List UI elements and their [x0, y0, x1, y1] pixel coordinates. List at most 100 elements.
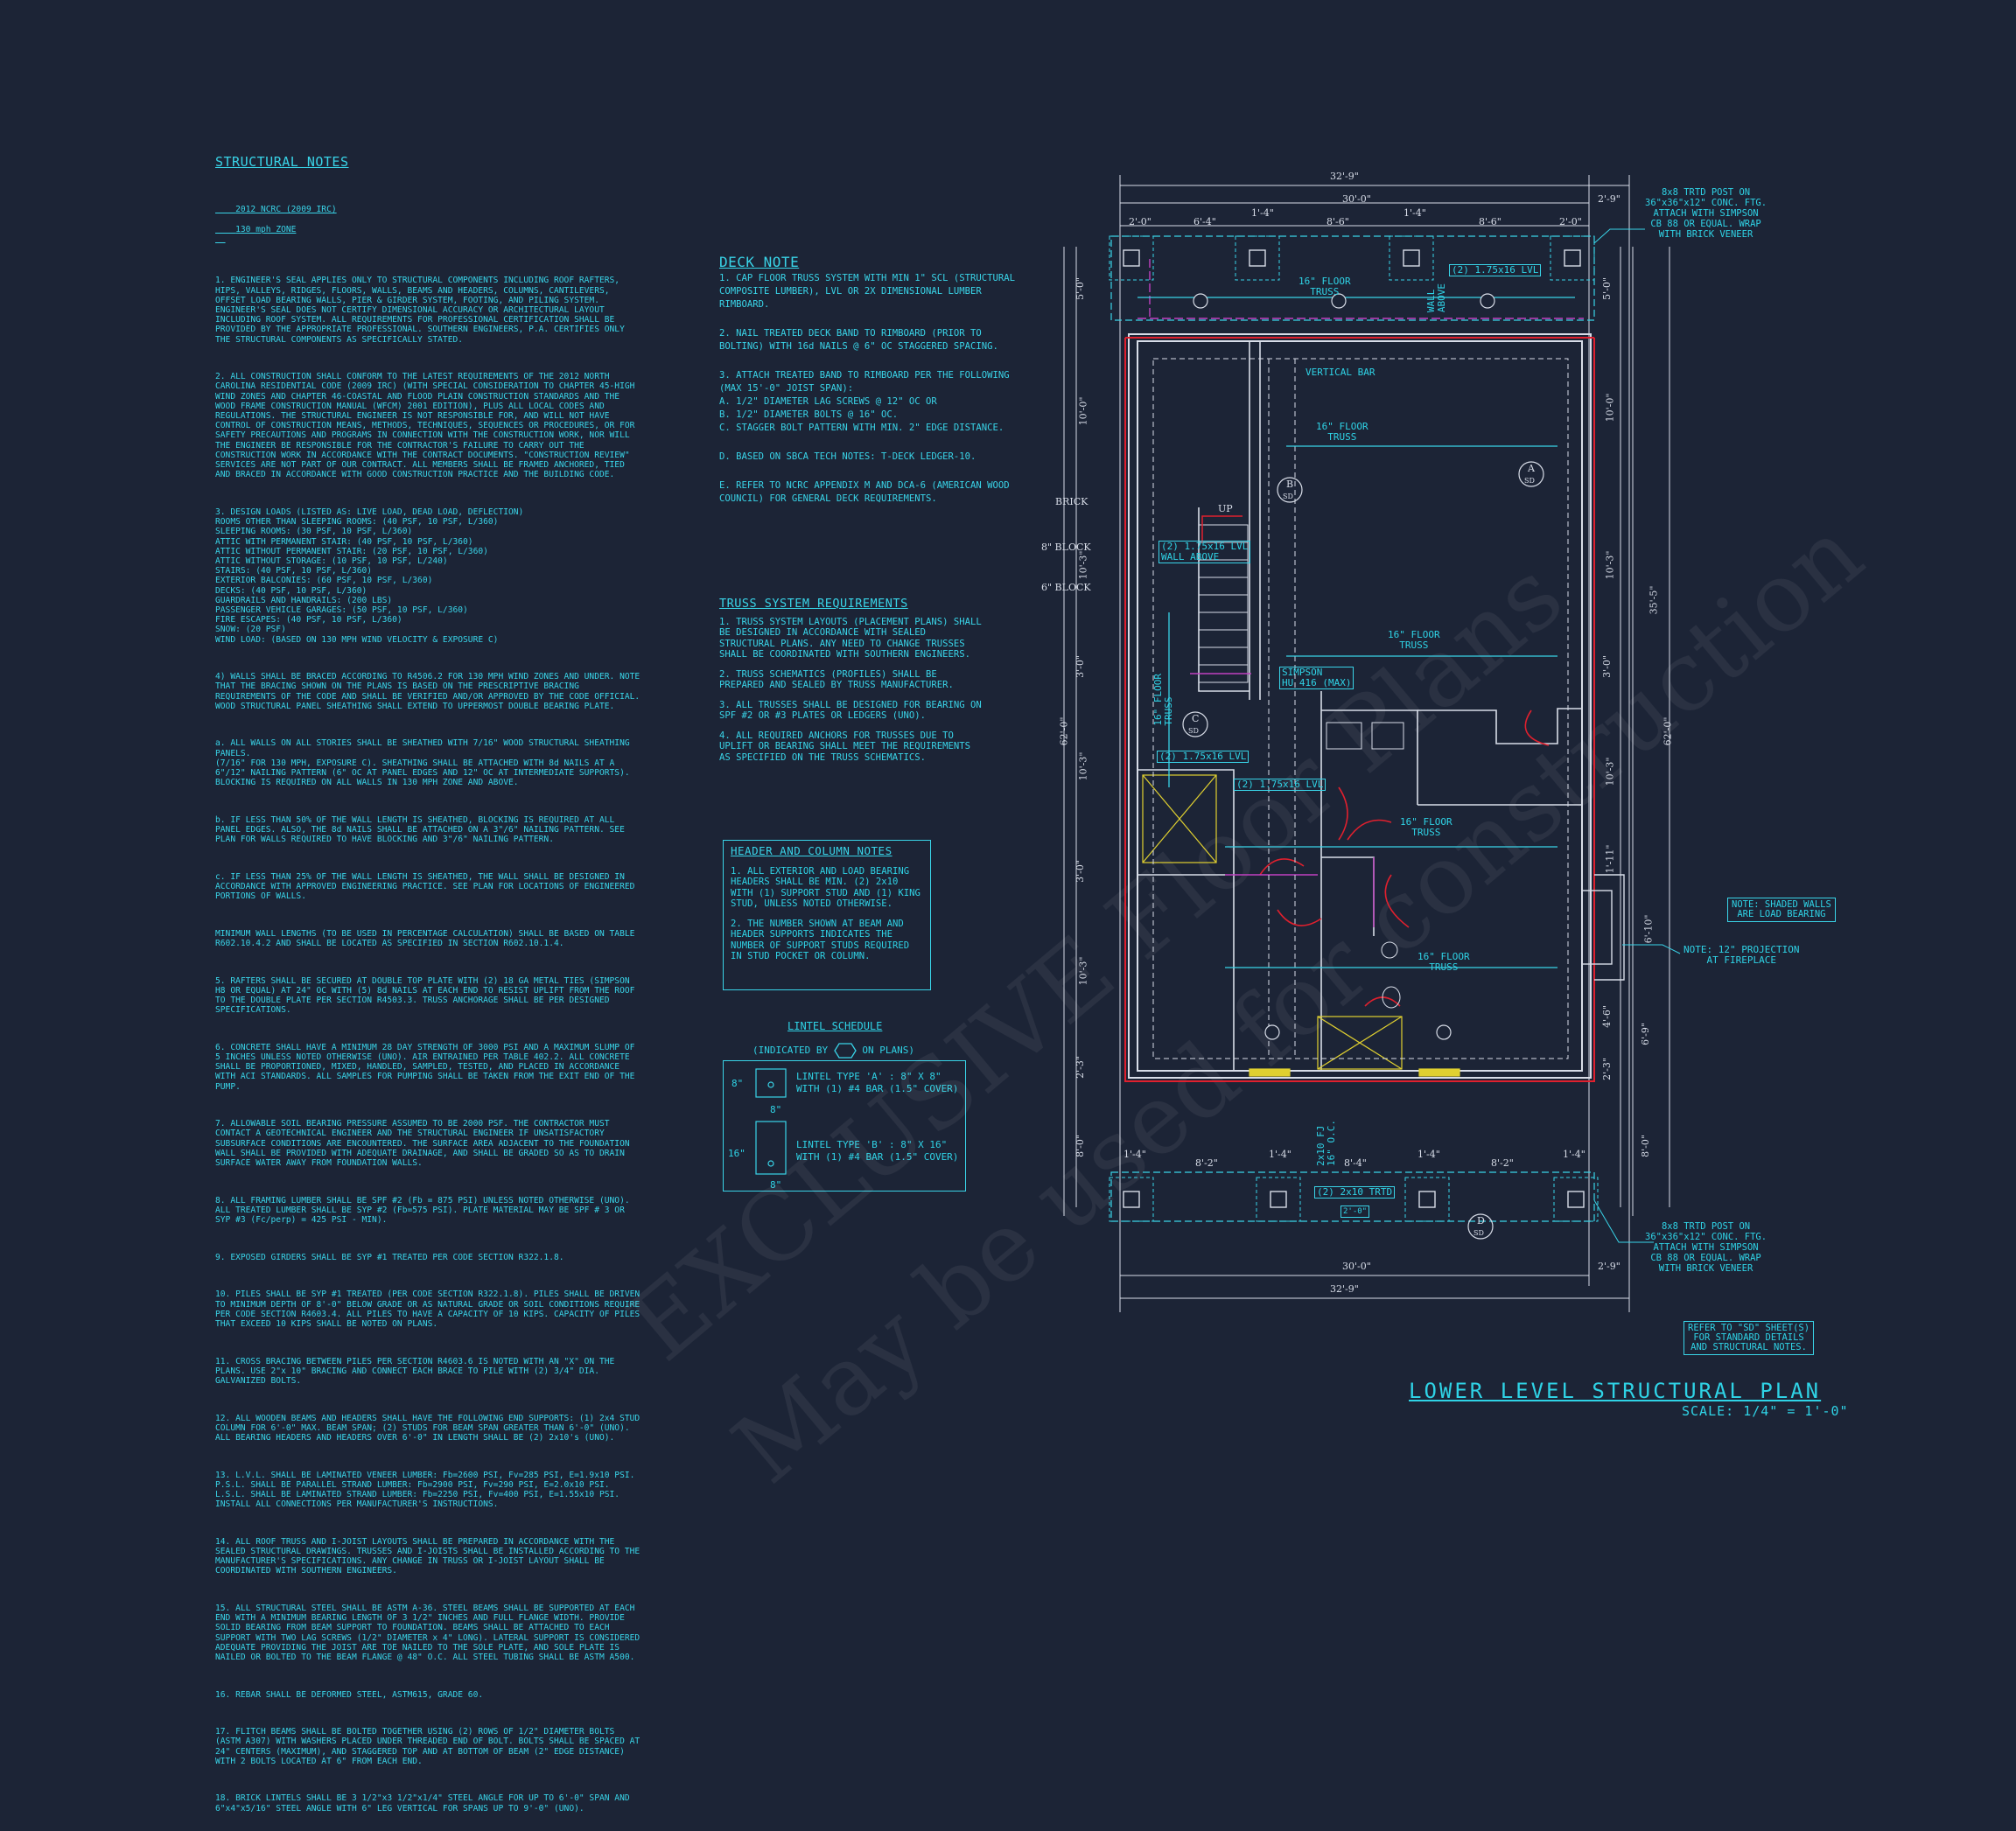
section-d-sd: SD — [1474, 1229, 1484, 1237]
code-line: 2012 NCRC (2009 IRC) — [235, 205, 337, 215]
lintel-indicated: (INDICATED BY ON PLANS) — [752, 1043, 914, 1059]
dim-left-8: 8'-0" — [1074, 1135, 1086, 1157]
note-4c: c. IF LESS THAN 25% OF THE WALL LENGTH I… — [215, 871, 640, 902]
note-4b: b. IF LESS THAN 50% OF THE WALL LENGTH I… — [215, 814, 630, 845]
dim-right-3: 3'-0" — [1600, 655, 1613, 678]
cross-bracing — [1142, 774, 1460, 1077]
header-column-notes: HEADER AND COLUMN NOTES 1. ALL EXTERIOR … — [723, 840, 931, 990]
dim-right-35: 35'-5" — [1648, 585, 1660, 615]
truss-3: 3. ALL TRUSSES SHALL BE DESIGNED FOR BEA… — [719, 699, 982, 722]
post-4 — [1564, 249, 1581, 267]
load-bearing-walls — [1124, 337, 1595, 1082]
lvl-stair-label: (2) 1.75x16 LVL WALL ABOVE — [1158, 541, 1251, 563]
dim-top-8-6a: 8'-6" — [1326, 216, 1349, 227]
lintel-b-line1: LINTEL TYPE 'B' : 8" X 16" — [796, 1139, 948, 1150]
post-7 — [1418, 1191, 1436, 1208]
dim-right-62: 62'-0" — [1662, 716, 1674, 746]
dim-bot-30: 30'-0" — [1342, 1261, 1371, 1272]
anchors — [1193, 293, 1495, 1040]
beams — [1138, 259, 1584, 927]
lvl-c-label: (2) 1.75x16 LVL — [1157, 751, 1250, 763]
lintel-schedule-title: LINTEL SCHEDULE — [788, 1020, 883, 1032]
section-b-letter: B — [1286, 479, 1294, 490]
note-10: 10. PILES SHALL BE SYP #1 TREATED (PER C… — [215, 1289, 645, 1329]
lintel-a-line1: LINTEL TYPE 'A' : 8" X 8" — [796, 1071, 942, 1082]
structural-notes: STRUCTURAL NOTES 2012 NCRC (2009 IRC) 13… — [215, 138, 644, 1831]
lvl-mid-label: (2) 1.75x16 LVL — [1234, 779, 1326, 791]
plan-scale: SCALE: 1/4" = 1'-0" — [1682, 1403, 1849, 1419]
dim-left-3a: 3'-0" — [1074, 655, 1086, 678]
truss-1: 1. TRUSS SYSTEM LAYOUTS (PLACEMENT PLANS… — [719, 616, 982, 660]
lintel-indicated-pre: (INDICATED BY — [752, 1045, 829, 1056]
floor-plan-drawing: EXCLUSIVE Floor Plans May be used for co… — [607, 175, 1883, 1505]
section-d-icon — [1467, 1213, 1494, 1240]
structural-notes-title: STRUCTURAL NOTES — [215, 154, 349, 171]
post-2 — [1249, 249, 1266, 267]
deck-note-2: 2. NAIL TREATED DECK BAND TO RIMBOARD (P… — [719, 328, 998, 352]
vertical-bar-label: VERTICAL BAR — [1306, 367, 1376, 378]
anchor-4 — [1264, 1024, 1280, 1040]
dim-bot-1-4d: 1'-4" — [1563, 1149, 1586, 1160]
block-6-label: 6" BLOCK — [1041, 582, 1091, 593]
brick-label: BRICK — [1055, 496, 1088, 507]
dim-bot-8-2a: 8'-2" — [1195, 1157, 1218, 1169]
floor-truss-5: 16" FLOOR TRUSS — [1418, 951, 1470, 973]
dim-left-62: 62'-0" — [1058, 716, 1070, 746]
dim-top-overall: 32'-9" — [1330, 171, 1359, 182]
note-sd-sheets: REFER TO "SD" SHEET(S) FOR STANDARD DETA… — [1684, 1321, 1815, 1355]
zone-line: 130 mph ZONE — [235, 224, 297, 234]
lvl-top-label: (2) 1.75x16 LVL — [1449, 264, 1542, 276]
fixtures — [1326, 722, 1404, 1009]
door-swings — [1259, 709, 1550, 1007]
stair-rail — [1201, 515, 1242, 542]
section-b-icon — [1277, 477, 1303, 503]
dim-top-8-6b: 8'-6" — [1479, 216, 1502, 227]
lintel-dim-8c: 8" — [770, 1179, 782, 1191]
header-note-1: 1. ALL EXTERIOR AND LOAD BEARING HEADERS… — [731, 865, 920, 910]
simpson-label: SIMPSON HU 416 (MAX) — [1279, 667, 1354, 689]
section-b-sd: SD — [1283, 493, 1293, 500]
dim-bot-2-9: 2'-9" — [1598, 1261, 1620, 1272]
note-16: 16. REBAR SHALL BE DEFORMED STEEL, ASTM6… — [215, 1689, 484, 1700]
lintel-dim-16: 16" — [728, 1148, 746, 1159]
section-markers — [1182, 461, 1544, 1240]
hexagon-icon — [833, 1043, 857, 1059]
anchor-2 — [1331, 293, 1347, 309]
deck-note-3: 3. ATTACH TREATED BAND TO RIMBOARD PER T… — [719, 370, 1010, 433]
note-1: 1. ENGINEER'S SEAL APPLIES ONLY TO STRUC… — [215, 276, 630, 345]
wall-above-label: WALL ABOVE — [1425, 283, 1447, 313]
dim-bot-1-4a: 1'-4" — [1124, 1149, 1146, 1160]
lintel-type-b-sketch — [755, 1121, 787, 1175]
note-4a: a. ALL WALLS ON ALL STORIES SHALL BE SHE… — [215, 738, 630, 788]
dim-right-10b: 10'-3" — [1604, 550, 1616, 580]
section-a-icon — [1518, 461, 1544, 487]
note-2: 2. ALL CONSTRUCTION SHALL CONFORM TO THE… — [215, 372, 640, 480]
dim-right-1-11: 1'-11" — [1604, 844, 1616, 874]
dim-left-2-3: 2'-3" — [1074, 1056, 1086, 1079]
dim-top-2-0b: 2'-0" — [1559, 216, 1582, 227]
header-notes-title: HEADER AND COLUMN NOTES — [731, 844, 892, 857]
floor-truss-2: 16" FLOOR TRUSS — [1316, 421, 1368, 443]
deck-note-d: D. BASED ON SBCA TECH NOTES: T-DECK LEDG… — [719, 451, 976, 462]
post-5 — [1123, 1191, 1140, 1208]
dim-right-6-10: 6'-10" — [1642, 914, 1655, 944]
section-a-sd: SD — [1524, 477, 1535, 485]
dim-top-1-4b: 1'-4" — [1404, 207, 1426, 219]
post-3 — [1403, 249, 1420, 267]
note-12: 12. ALL WOODEN BEAMS AND HEADERS SHALL H… — [215, 1413, 645, 1443]
deck-note-e: E. REFER TO NCRC APPENDIX M AND DCA-6 (A… — [719, 480, 1010, 504]
tub-icon — [1371, 722, 1404, 750]
post-callout-top: 8x8 TRTD POST ON 36"x36"x12" CONC. FTG. … — [1645, 187, 1768, 240]
leader-lines — [1593, 228, 1681, 1243]
dimension-lines — [1063, 175, 1670, 1312]
post-1 — [1123, 249, 1140, 267]
post-callout-bottom: 8x8 TRTD POST ON 36"x36"x12" CONC. FTG. … — [1645, 1221, 1768, 1274]
dim-top-2-0a: 2'-0" — [1129, 216, 1152, 227]
anchor-5 — [1436, 1024, 1452, 1040]
note-6: 6. CONCRETE SHALL HAVE A MINIMUM 28 DAY … — [215, 1042, 640, 1092]
floor-truss-3: 16" FLOOR TRUSS — [1388, 629, 1440, 651]
structural-notes-code: 2012 NCRC (2009 IRC) 130 mph ZONE — [215, 195, 644, 244]
section-c-letter: C — [1192, 713, 1200, 724]
header-note-2: 2. THE NUMBER SHOWN AT BEAM AND HEADER S… — [731, 918, 910, 962]
dim-left-10c: 10'-3" — [1077, 751, 1089, 781]
